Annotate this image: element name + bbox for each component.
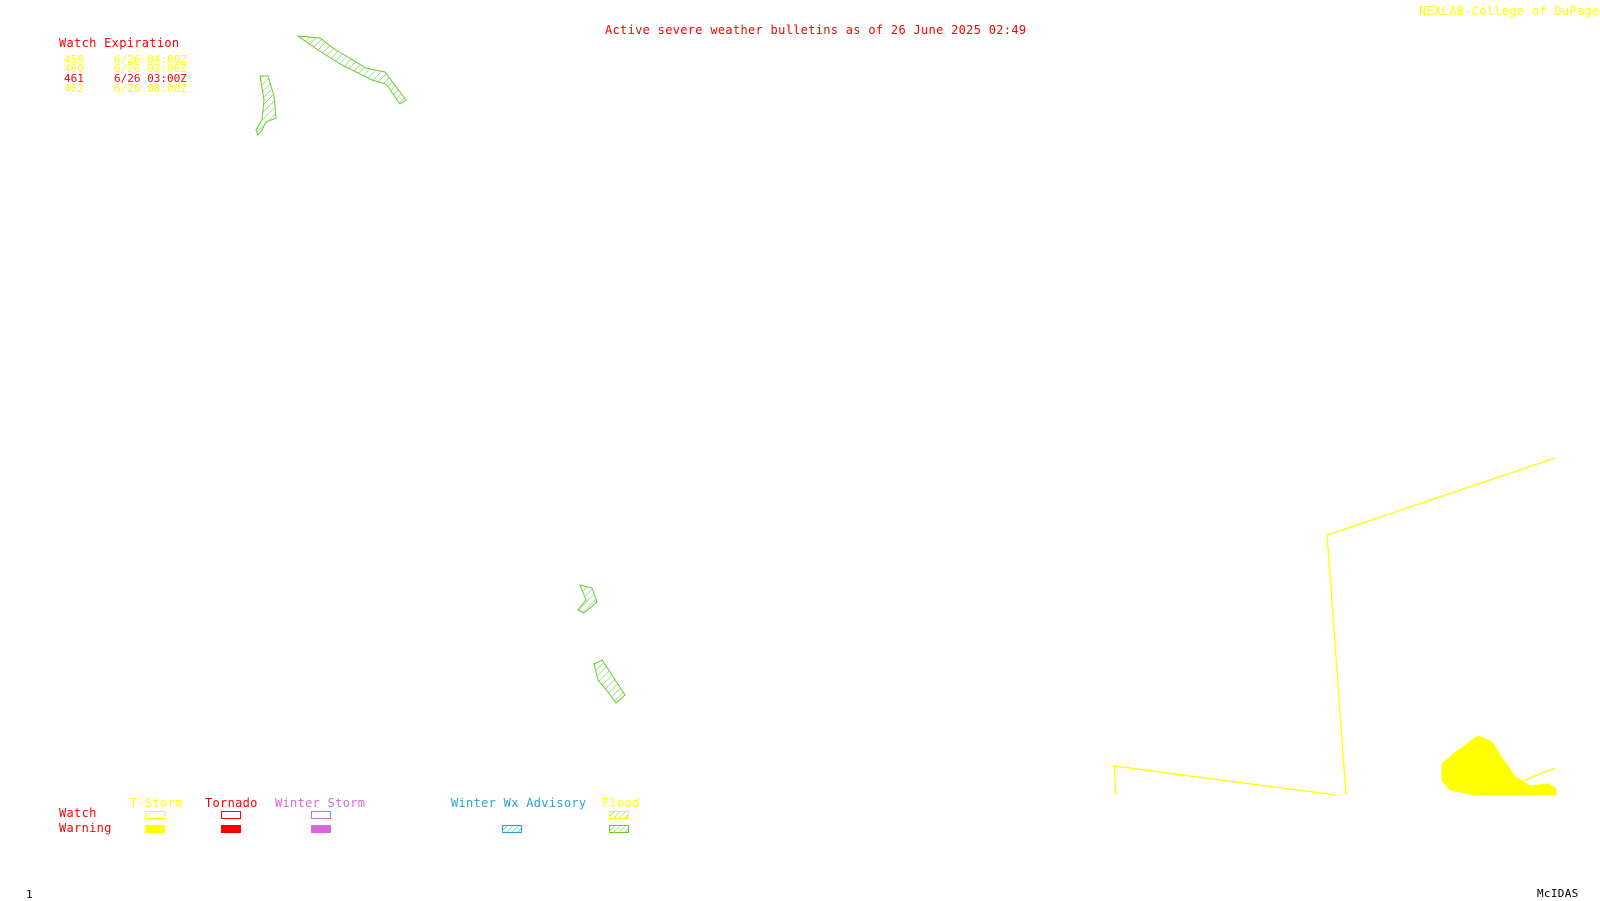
legend-label-flood: Flood [602,796,640,810]
tstorm-warning-area [1441,735,1557,796]
legend-label-winter-storm: Winter Storm [275,796,366,810]
watch-id: 460 [64,62,84,75]
credit-label: NEXLAB-College of DuPage R [1419,4,1600,18]
tornado-watch-swatch [221,811,241,819]
flood-warning-polygon [296,35,407,105]
flood-warning-polygon [593,659,626,704]
software-label: McIDAS [1537,887,1579,900]
winter-storm-warning-swatch [311,825,331,833]
tstorm-warning-swatch [145,825,165,833]
winter-wx-advisory-swatch [502,825,522,833]
watch-expires: 6/26 08:00Z [114,82,187,95]
watch-expires: 6/26 03:00Z [114,72,187,85]
legend-label-tstorm: T-Storm [130,796,183,810]
tstorm-watch-outline [1113,457,1556,796]
watch-expiration-heading: Watch Expiration [59,36,180,50]
flood-warning-swatch [609,825,629,833]
watch-expires: 6/26 03:00Z [114,62,187,75]
frame-number: 1 [26,888,33,901]
watch-id: 461 [64,72,84,85]
watch-id: 459 [64,53,84,66]
legend-row-warning: Warning [59,821,112,835]
watch-expires: 6/26 04:00Z [114,53,187,66]
tstorm-watch-swatch [145,811,165,819]
watch-id: 462 [64,82,84,95]
bulletin-title: Active severe weather bulletins as of 26… [605,23,1027,37]
tornado-warning-swatch [221,825,241,833]
flood-warning-polygon [255,75,277,136]
legend-row-watch: Watch [59,806,97,820]
flood-warning-polygon [577,584,598,614]
legend-label-winter-wx-advisory: Winter Wx Advisory [451,796,587,810]
legend-label-tornado: Tornado [205,796,258,810]
flood-watch-swatch [609,811,629,819]
winter-storm-watch-swatch [311,811,331,819]
